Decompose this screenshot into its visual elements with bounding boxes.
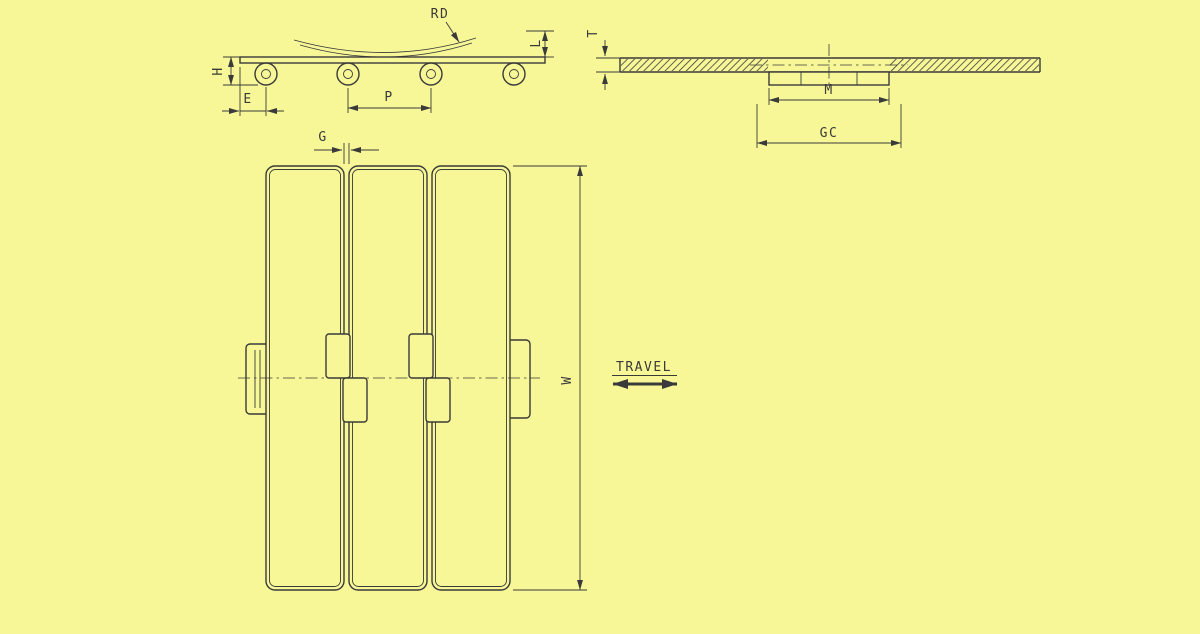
side-view: RD L H E bbox=[211, 7, 554, 116]
hinge-pin-circle bbox=[419, 62, 443, 86]
interlock-upper bbox=[408, 333, 434, 379]
travel-indicator: TRAVEL bbox=[612, 360, 678, 389]
dim-w: W bbox=[513, 165, 587, 591]
dim-h-label: H bbox=[211, 66, 226, 75]
back-flex-curve-inner bbox=[299, 42, 473, 58]
dim-rd-label: RD bbox=[431, 7, 450, 22]
dim-m: M bbox=[768, 83, 890, 105]
back-flex-curve-outer bbox=[293, 37, 477, 53]
interlock-lower bbox=[342, 377, 368, 423]
section-view: T M GC bbox=[586, 28, 1041, 148]
dim-l: L bbox=[526, 30, 554, 58]
dim-p: P bbox=[347, 88, 432, 113]
dim-t: T bbox=[586, 28, 620, 90]
dim-h: H bbox=[211, 56, 258, 86]
hinge-pin-center bbox=[261, 69, 271, 79]
hinge-interlock-seam-2 bbox=[408, 333, 451, 423]
dim-m-label: M bbox=[824, 83, 833, 98]
hinge-pin-circle bbox=[254, 62, 278, 86]
hinge-pin-center bbox=[426, 69, 436, 79]
dim-t-label: T bbox=[586, 28, 601, 37]
hinge-pin-circle bbox=[336, 62, 360, 86]
hinge-pin-circle bbox=[502, 62, 526, 86]
interlock-upper bbox=[325, 333, 351, 379]
dim-g: G bbox=[314, 130, 379, 164]
dim-e-label: E bbox=[243, 92, 252, 107]
plate-hatch-left bbox=[621, 59, 768, 71]
plate-hatch-right bbox=[890, 59, 1039, 71]
dim-rd-leader bbox=[445, 21, 460, 43]
dim-g-label: G bbox=[318, 130, 327, 145]
dim-rd: RD bbox=[431, 7, 460, 43]
dim-w-label: W bbox=[560, 375, 575, 384]
dim-e: E bbox=[222, 67, 284, 116]
dim-gc: GC bbox=[756, 104, 902, 148]
hinge-pin-center bbox=[343, 69, 353, 79]
travel-label: TRAVEL bbox=[616, 360, 672, 375]
side-view-plate bbox=[239, 56, 546, 64]
dim-p-label: P bbox=[384, 90, 393, 105]
interlock-lower bbox=[425, 377, 451, 423]
plan-view: G W bbox=[238, 130, 587, 591]
dim-l-label: L bbox=[529, 38, 544, 47]
hinge-pins bbox=[254, 62, 526, 86]
dim-gc-label: GC bbox=[820, 126, 839, 141]
hinge-pin-center bbox=[509, 69, 519, 79]
